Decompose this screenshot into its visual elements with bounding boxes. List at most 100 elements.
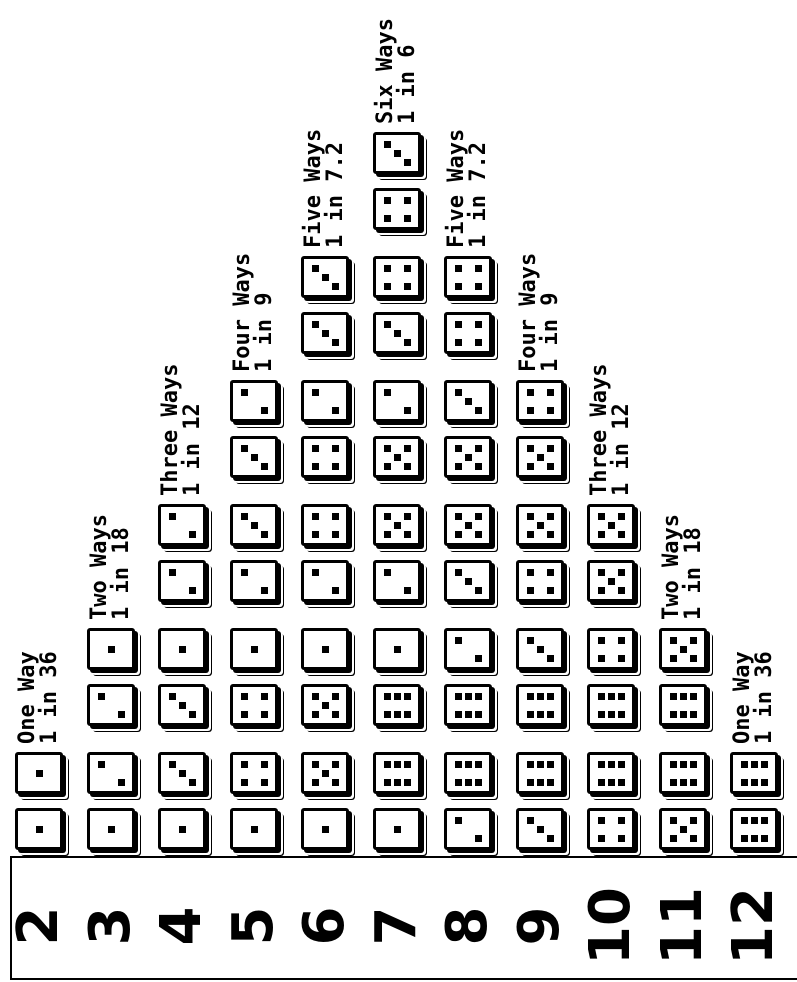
pip xyxy=(670,835,677,842)
pip xyxy=(537,693,544,700)
pip xyxy=(547,835,554,842)
die-face-1 xyxy=(15,752,63,794)
pip xyxy=(384,445,391,452)
die-face-5 xyxy=(587,560,635,602)
pip xyxy=(384,531,391,538)
ways-count: Two Ways xyxy=(661,514,683,620)
die-face-6 xyxy=(659,752,707,794)
pip xyxy=(680,711,687,718)
die-face-1 xyxy=(15,808,63,850)
pip xyxy=(547,463,554,470)
pip xyxy=(475,407,482,414)
ways-count: One Way xyxy=(17,651,39,744)
die-face-2 xyxy=(158,560,206,602)
die-face-3 xyxy=(301,312,349,354)
pip xyxy=(322,770,329,777)
die-face-6 xyxy=(516,684,564,726)
pip xyxy=(527,587,534,594)
pip xyxy=(261,779,268,786)
pip xyxy=(751,835,758,842)
die-face-4 xyxy=(373,188,421,230)
pip xyxy=(322,646,329,653)
pip xyxy=(465,454,472,461)
pip xyxy=(527,761,534,768)
pip xyxy=(680,826,687,833)
die-face-4 xyxy=(516,380,564,422)
pip xyxy=(332,463,339,470)
die-face-6 xyxy=(516,752,564,794)
pip xyxy=(455,513,462,520)
pip xyxy=(690,761,697,768)
die-face-4 xyxy=(587,808,635,850)
die-face-6 xyxy=(373,752,421,794)
pip xyxy=(537,454,544,461)
pip xyxy=(465,779,472,786)
pip xyxy=(527,693,534,700)
pip xyxy=(169,513,176,520)
pip xyxy=(547,569,554,576)
sum-number: 7 xyxy=(369,876,425,976)
pip xyxy=(670,693,677,700)
die-face-4 xyxy=(516,560,564,602)
die-face-2 xyxy=(373,560,421,602)
die-face-4 xyxy=(230,684,278,726)
pip xyxy=(322,330,329,337)
pip xyxy=(670,655,677,662)
die-face-5 xyxy=(444,504,492,546)
pip xyxy=(384,711,391,718)
odds-text: 1 in 36 xyxy=(39,651,61,744)
pip xyxy=(527,407,534,414)
pip xyxy=(761,835,768,842)
pip xyxy=(455,265,462,272)
pip xyxy=(241,761,248,768)
pip xyxy=(261,531,268,538)
pip xyxy=(618,637,625,644)
pip xyxy=(618,531,625,538)
pip xyxy=(547,407,554,414)
pip xyxy=(404,587,411,594)
pip xyxy=(537,826,544,833)
sum-number: 10 xyxy=(583,876,639,976)
pip xyxy=(312,761,319,768)
die-face-3 xyxy=(444,380,492,422)
pip xyxy=(312,389,319,396)
pip xyxy=(761,761,768,768)
pip xyxy=(608,693,615,700)
pip xyxy=(598,817,605,824)
pip xyxy=(394,779,401,786)
pip xyxy=(312,321,319,328)
pip xyxy=(36,770,43,777)
combination-label: Four Ways1 in 9 xyxy=(232,253,276,372)
pip xyxy=(404,531,411,538)
pip xyxy=(741,761,748,768)
pip xyxy=(384,321,391,328)
pip xyxy=(261,761,268,768)
pip xyxy=(741,835,748,842)
pip xyxy=(394,330,401,337)
sum-number: 11 xyxy=(655,876,711,976)
die-face-3 xyxy=(516,628,564,670)
pip xyxy=(598,637,605,644)
pip xyxy=(251,826,258,833)
odds-text: 1 in 36 xyxy=(754,651,776,744)
pip xyxy=(404,779,411,786)
pip xyxy=(455,321,462,328)
pip xyxy=(384,463,391,470)
pip xyxy=(475,321,482,328)
pip xyxy=(455,711,462,718)
pip xyxy=(455,445,462,452)
pip xyxy=(455,389,462,396)
pip xyxy=(690,817,697,824)
pip xyxy=(608,779,615,786)
pip xyxy=(384,283,391,290)
die-face-2 xyxy=(158,504,206,546)
die-face-3 xyxy=(373,312,421,354)
pip xyxy=(404,339,411,346)
pip xyxy=(394,826,401,833)
pip xyxy=(404,463,411,470)
die-face-5 xyxy=(301,684,349,726)
pip xyxy=(598,711,605,718)
pip xyxy=(312,513,319,520)
odds-text: 1 in 7.2 xyxy=(325,129,347,248)
